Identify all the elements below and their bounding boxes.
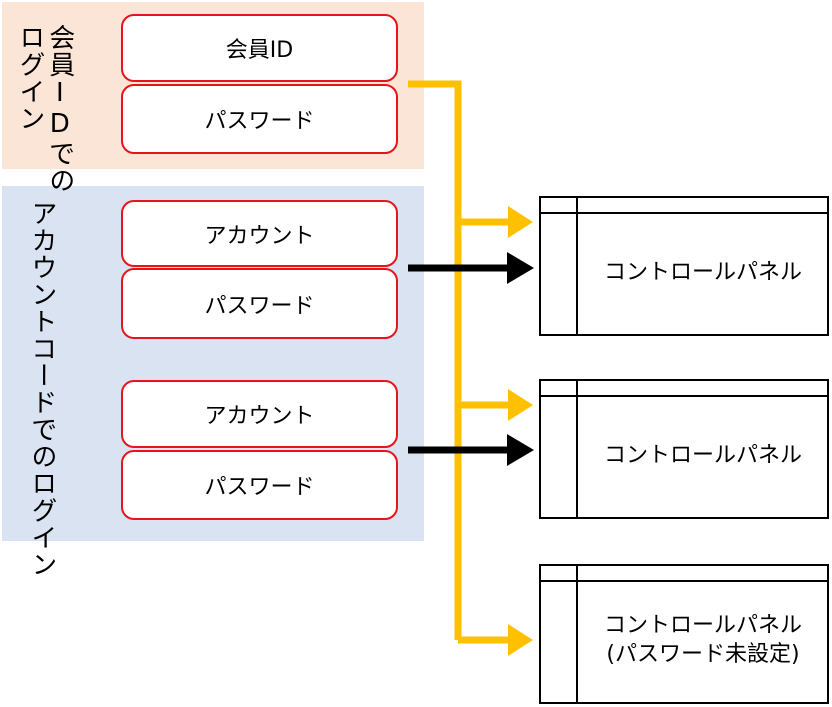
member-id-field: 会員ID [121,14,398,82]
control-panel-2-title: コントロールパネル [603,442,802,468]
black-arrowhead-2 [507,434,534,466]
panel-header-divider [541,212,827,214]
member-id-login-label: 会員IDでの ログイン [14,24,75,194]
yellow-arrowhead-2 [508,389,533,421]
control-panel-3: コントロールパネル (パスワード未設定) [539,564,829,704]
account-field-2: アカウント [121,380,398,448]
control-panel-3-note: (パスワード未設定) [606,642,800,667]
account-password-field-1: パスワード [121,268,398,339]
control-panel-1: コントロールパネル [539,196,829,336]
panel-header-divider [541,395,827,397]
account-field-1: アカウント [121,200,398,267]
control-panel-3-title: コントロールパネル [603,613,802,639]
panel-sidebar-divider [576,566,578,702]
account-password-field-2: パスワード [121,450,398,520]
black-arrowhead-1 [507,252,534,284]
control-panel-2: コントロールパネル [539,379,829,519]
panel-sidebar-divider [576,198,578,334]
account-code-login-label: アカウントコードでのログイン [26,200,57,578]
yellow-arrowhead-1 [508,206,533,238]
panel-sidebar-divider [576,381,578,517]
member-password-field: パスワード [121,84,398,154]
control-panel-1-title: コントロールパネル [603,259,802,285]
yellow-arrowhead-3 [508,624,533,656]
panel-header-divider [541,580,827,582]
yellow-trunk-line [408,80,462,640]
